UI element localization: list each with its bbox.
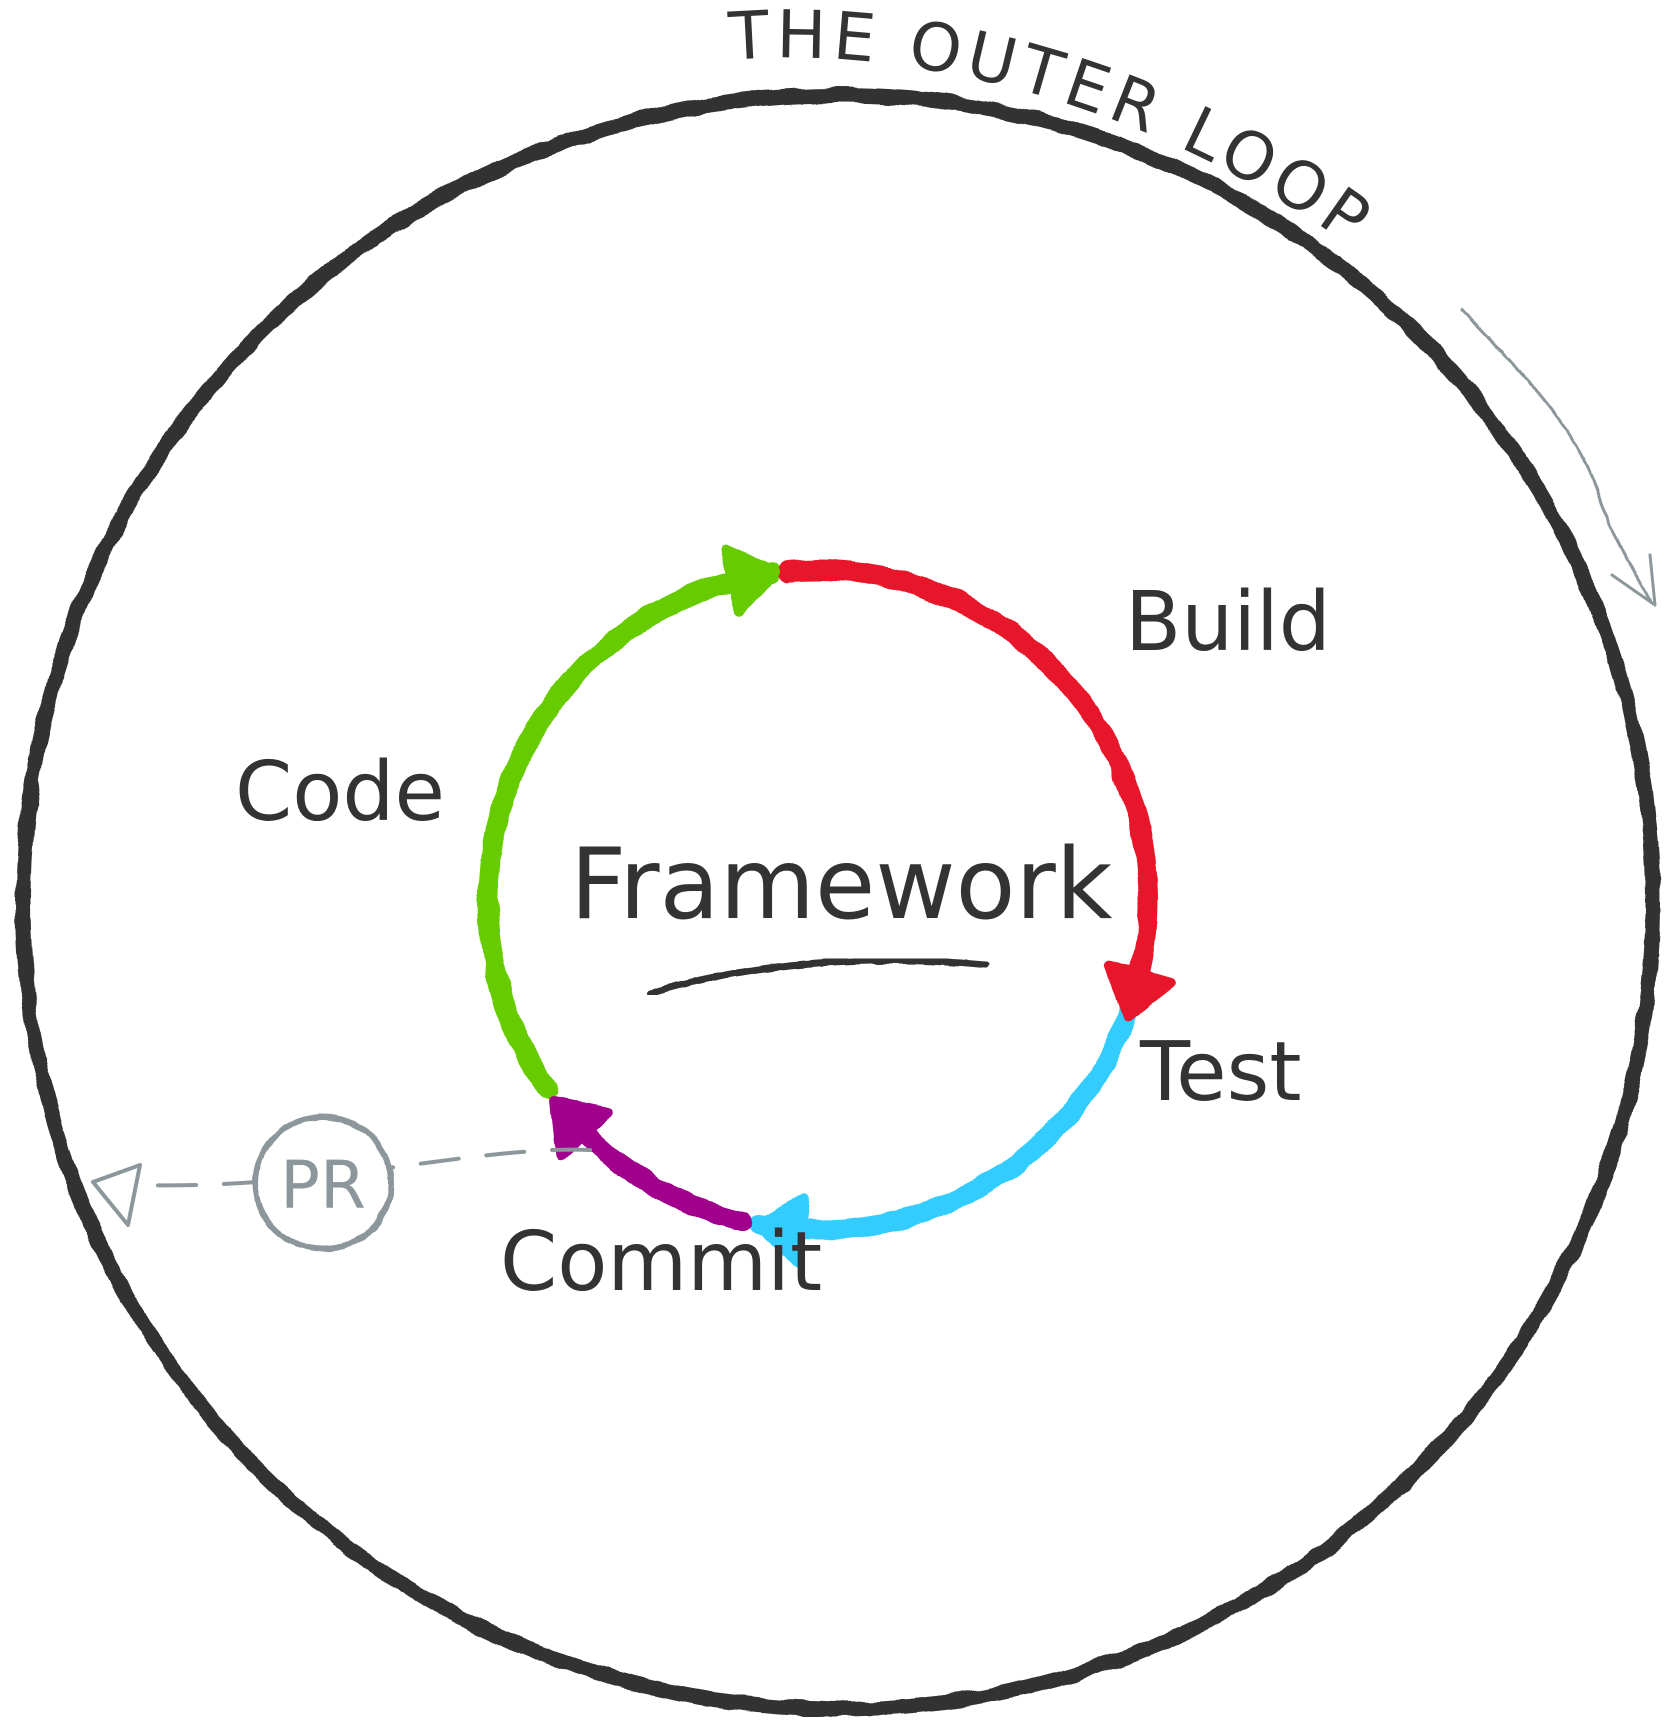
build-arc [779,560,1158,1023]
outer-loop-direction-arrow [1460,308,1652,602]
build-arrow-head [1104,960,1176,1022]
inner-loop [478,560,1158,1241]
center-label-underline [646,956,989,997]
stage-label-build: Build [1125,575,1331,670]
pull-request-arrow-head [91,1163,142,1227]
code-arc [478,563,783,1100]
pull-request-circle [252,1114,394,1252]
test-arc [750,1002,1139,1241]
code-arrow-head [720,544,781,618]
stage-label-code: Code [235,745,445,840]
pull-request-branch: PR [91,1114,592,1252]
pull-request-label: PR [280,1147,366,1224]
stage-label-test: Test [1139,1025,1301,1120]
commit-arrow-head [550,1096,614,1161]
stage-label-commit: Commit [500,1215,822,1310]
outer-loop-ring [15,87,1661,1717]
outer-loop-arrow-head [1610,553,1657,607]
center-label-framework: Framework [570,828,1113,942]
test-arrow-head [752,1193,810,1267]
